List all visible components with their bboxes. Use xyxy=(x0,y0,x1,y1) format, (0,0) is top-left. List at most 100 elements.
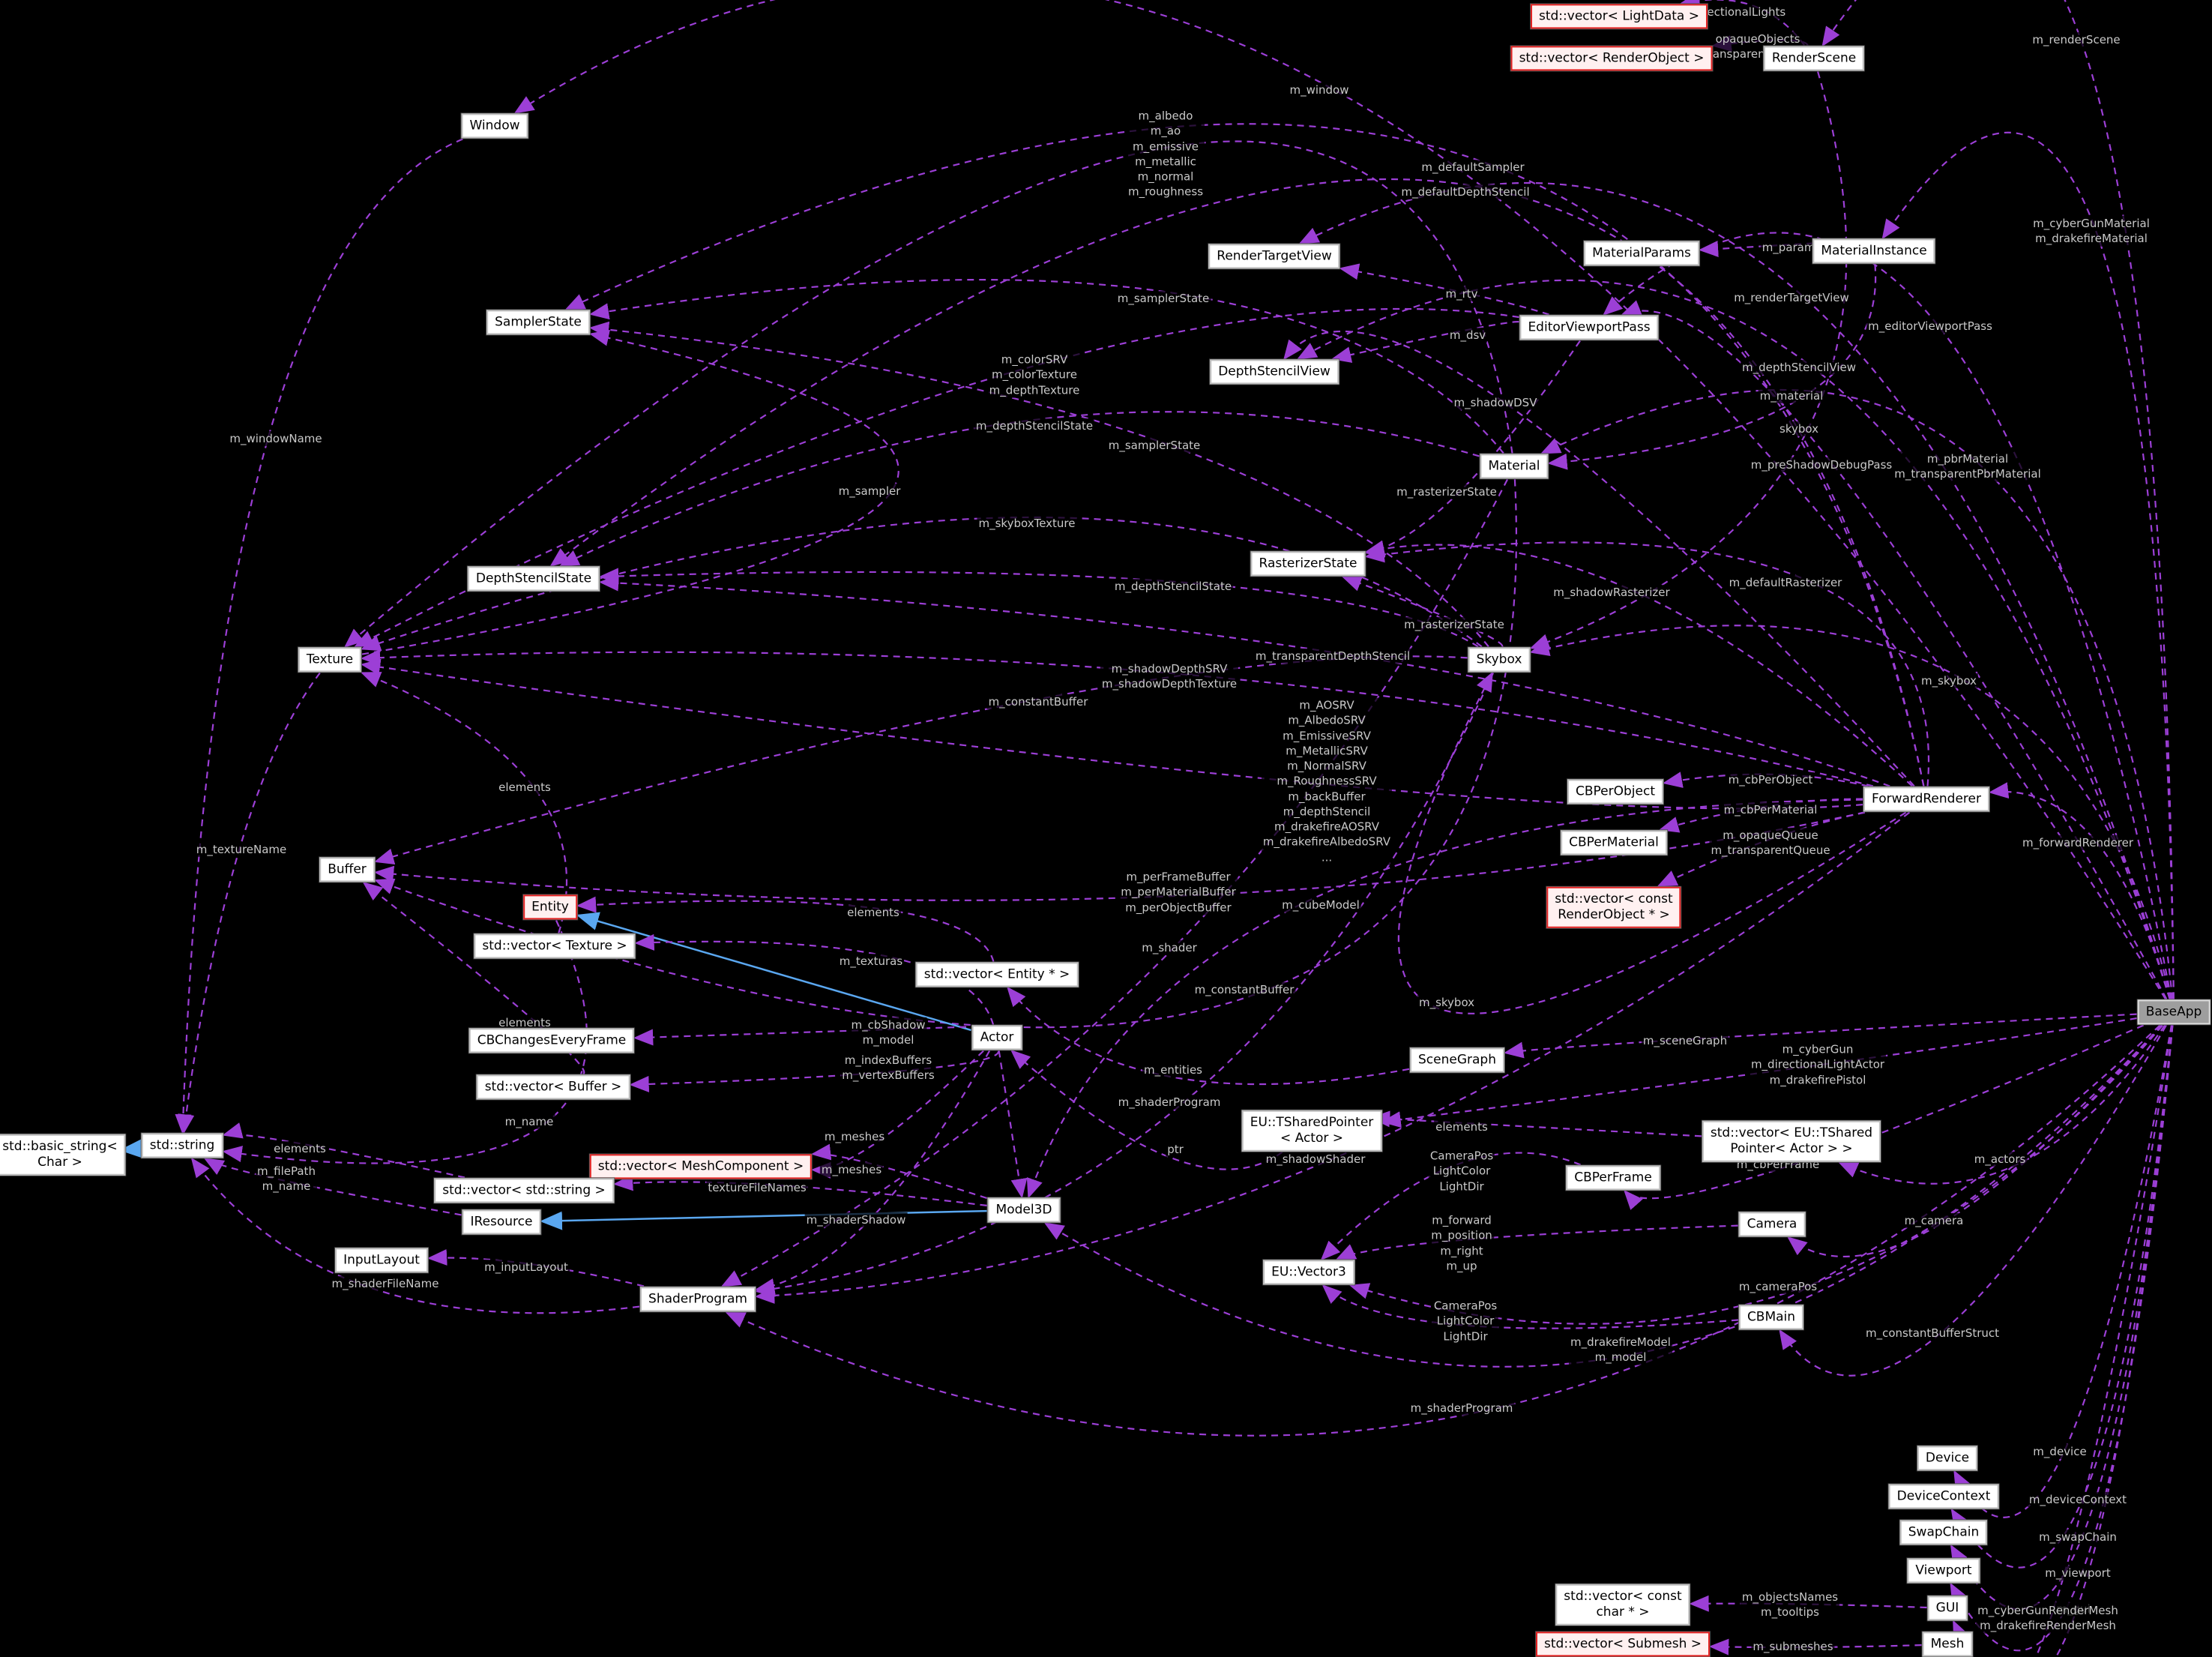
node-vec_submesh[interactable]: std::vector< Submesh > xyxy=(1536,1632,1710,1657)
edge-baseapp-viewport xyxy=(1950,1025,2174,1652)
node-shaderprogram[interactable]: ShaderProgram xyxy=(640,1287,756,1312)
node-euvector3[interactable]: EU::Vector3 xyxy=(1263,1260,1354,1285)
node-vec_meshcomponent[interactable]: std::vector< MeshComponent > xyxy=(589,1154,813,1179)
edge-skybox-depthstencilstate xyxy=(598,568,1479,648)
edge-model3d-iresource xyxy=(540,1209,987,1230)
edge-baseapp-shaderprogram xyxy=(725,1024,2161,1437)
edge-baseapp-window xyxy=(513,0,2167,1000)
node-editorviewportpass[interactable]: EditorViewportPass xyxy=(1519,315,1659,340)
edge-editorviewportpass-depthstencilview xyxy=(1331,321,1519,363)
edge-baseapp-devicecontext xyxy=(1950,1025,2174,1569)
node-inputlayout[interactable]: InputLayout xyxy=(335,1248,428,1273)
node-vec_buffer[interactable]: std::vector< Buffer > xyxy=(476,1074,630,1100)
edge-window-stdstring xyxy=(175,138,463,1134)
node-materialinstance[interactable]: MaterialInstance xyxy=(1812,238,1935,264)
node-vec_constchar[interactable]: std::vector< const char * > xyxy=(1555,1584,1690,1626)
node-vec_constrenderobject[interactable]: std::vector< const RenderObject * > xyxy=(1546,886,1681,928)
node-materialparams[interactable]: MaterialParams xyxy=(1584,241,1699,266)
edge-model3d-vec_stdstring xyxy=(612,1174,987,1206)
node-stdstring[interactable]: std::string xyxy=(141,1133,223,1158)
edge-vec_texture-texture xyxy=(360,672,568,933)
edge-editorviewportpass-rendertargetview xyxy=(1339,263,1549,316)
edge-baseapp-editorviewportpass xyxy=(1621,300,2168,1000)
edge-mesh-vec_submesh xyxy=(1708,1638,1922,1656)
node-vec_stdstring[interactable]: std::vector< std::string > xyxy=(434,1178,614,1203)
edge-forwardrenderer-rasterizerstate xyxy=(1364,540,1913,787)
node-texture[interactable]: Texture xyxy=(298,647,362,673)
edge-actor-cbchangeseveryframe xyxy=(633,1024,1003,1046)
node-forwardrenderer[interactable]: ForwardRenderer xyxy=(1863,787,1989,812)
edge-baseapp-model3d xyxy=(1043,1024,2163,1368)
node-entity[interactable]: Entity xyxy=(523,894,577,920)
node-device[interactable]: Device xyxy=(1917,1446,1978,1471)
edge-baseapp-editorviewportpass xyxy=(1603,232,2172,999)
node-vec_renderobject[interactable]: std::vector< RenderObject > xyxy=(1510,46,1713,71)
edge-actor-vec_texture xyxy=(634,933,995,1025)
edge-baseapp-mesh xyxy=(1950,1025,2173,1657)
edge-baseapp-material xyxy=(1540,388,2174,999)
node-camera[interactable]: Camera xyxy=(1738,1212,1806,1237)
node-depthstencilview[interactable]: DepthStencilView xyxy=(1210,359,1339,385)
node-renderscene[interactable]: RenderScene xyxy=(1763,46,1865,71)
node-material[interactable]: Material xyxy=(1480,454,1549,479)
node-buffer[interactable]: Buffer xyxy=(319,857,375,882)
node-cbperobject[interactable]: CBPerObject xyxy=(1567,779,1663,805)
edge-forwardrenderer-depthstencilstate xyxy=(549,178,1925,787)
edge-material-samplerstate xyxy=(588,279,1504,454)
edge-vec_stdstring-stdstring xyxy=(222,1122,465,1179)
node-window[interactable]: Window xyxy=(461,113,528,139)
node-iresource[interactable]: IResource xyxy=(462,1209,541,1235)
edge-renderscene-vec_renderobject xyxy=(1711,35,1809,52)
node-eu_tsharedpointer[interactable]: EU::TSharedPointer < Actor > xyxy=(1241,1110,1382,1152)
edge-baseapp-swapchain xyxy=(1950,1025,2174,1611)
edge-skybox-shaderprogram xyxy=(754,673,1494,1297)
edge-scenegraph-vec_entityptr xyxy=(1007,986,1410,1086)
node-cbpermaterial[interactable]: CBPerMaterial xyxy=(1561,830,1667,855)
edge-skybox-rasterizerstate xyxy=(1341,575,1504,647)
edge-vec_buffer-buffer xyxy=(362,882,585,1075)
edge-gui-vec_constchar xyxy=(1689,1595,1927,1612)
node-gui[interactable]: GUI xyxy=(1927,1596,1968,1621)
edge-actor-vec_buffer xyxy=(629,1050,1000,1092)
node-scenegraph[interactable]: SceneGraph xyxy=(1410,1047,1504,1073)
edge-baseapp-cbmain xyxy=(1779,1024,2167,1377)
node-viewport[interactable]: Viewport xyxy=(1907,1558,1980,1584)
edge-actor-vec_meshcomponent xyxy=(810,1050,984,1179)
edge-baseapp-depthstencilview xyxy=(1296,279,2171,999)
node-vec_entityptr[interactable]: std::vector< Entity * > xyxy=(915,962,1079,987)
node-vec_tsharedptr[interactable]: std::vector< EU::TShared Pointer< Actor … xyxy=(1702,1120,1881,1162)
node-baseapp[interactable]: BaseApp xyxy=(2137,999,2211,1025)
node-cbmain[interactable]: CBMain xyxy=(1738,1305,1804,1330)
node-devicecontext[interactable]: DeviceContext xyxy=(1888,1484,1999,1509)
edge-editorviewportpass-texture xyxy=(353,307,1519,648)
edge-cbmain-euvector3 xyxy=(1322,1284,1739,1329)
node-vec_texture[interactable]: std::vector< Texture > xyxy=(474,933,636,959)
edge-baseapp-skybox xyxy=(1529,625,2172,999)
edge-vec_entityptr-entity xyxy=(576,896,995,962)
edge-texture-samplerstate xyxy=(361,329,899,655)
node-mesh[interactable]: Mesh xyxy=(1922,1632,1973,1657)
node-cbchangeseveryframe[interactable]: CBChangesEveryFrame xyxy=(468,1028,635,1053)
edge-forwardrenderer-texture xyxy=(360,649,1874,787)
node-rasterizerstate[interactable]: RasterizerState xyxy=(1250,551,1366,577)
node-model3d[interactable]: Model3D xyxy=(987,1197,1061,1223)
edge-shaderprogram-inputlayout xyxy=(427,1249,645,1287)
node-depthstencilstate[interactable]: DepthStencilState xyxy=(467,566,600,592)
edge-vec_tsharedptr-eu_tsharedpointer xyxy=(1369,1110,1702,1137)
node-rendertargetview[interactable]: RenderTargetView xyxy=(1208,244,1340,269)
edge-material-depthstencilstate xyxy=(558,411,1480,567)
edge-iresource-stdstring xyxy=(203,1158,462,1216)
node-actor[interactable]: Actor xyxy=(971,1025,1022,1050)
node-vec_lightdata[interactable]: std::vector< LightData > xyxy=(1530,4,1708,29)
node-samplerstate[interactable]: SamplerState xyxy=(486,310,590,335)
node-skybox[interactable]: Skybox xyxy=(1468,647,1531,673)
node-swapchain[interactable]: SwapChain xyxy=(1899,1520,1988,1545)
edge-baseapp-vec_tsharedptr xyxy=(1837,1024,2166,1185)
node-basic_string[interactable]: std::basic_string< Char > xyxy=(0,1134,126,1176)
node-cbperframe[interactable]: CBPerFrame xyxy=(1566,1165,1660,1191)
edge-materialinstance-materialparams xyxy=(1698,240,1826,257)
edge-actor-model3d xyxy=(998,1050,1028,1199)
edge-eu_tsharedpointer-actor xyxy=(1010,1050,1283,1170)
edge-forwardrenderer-depthstencilview xyxy=(1283,330,1915,787)
